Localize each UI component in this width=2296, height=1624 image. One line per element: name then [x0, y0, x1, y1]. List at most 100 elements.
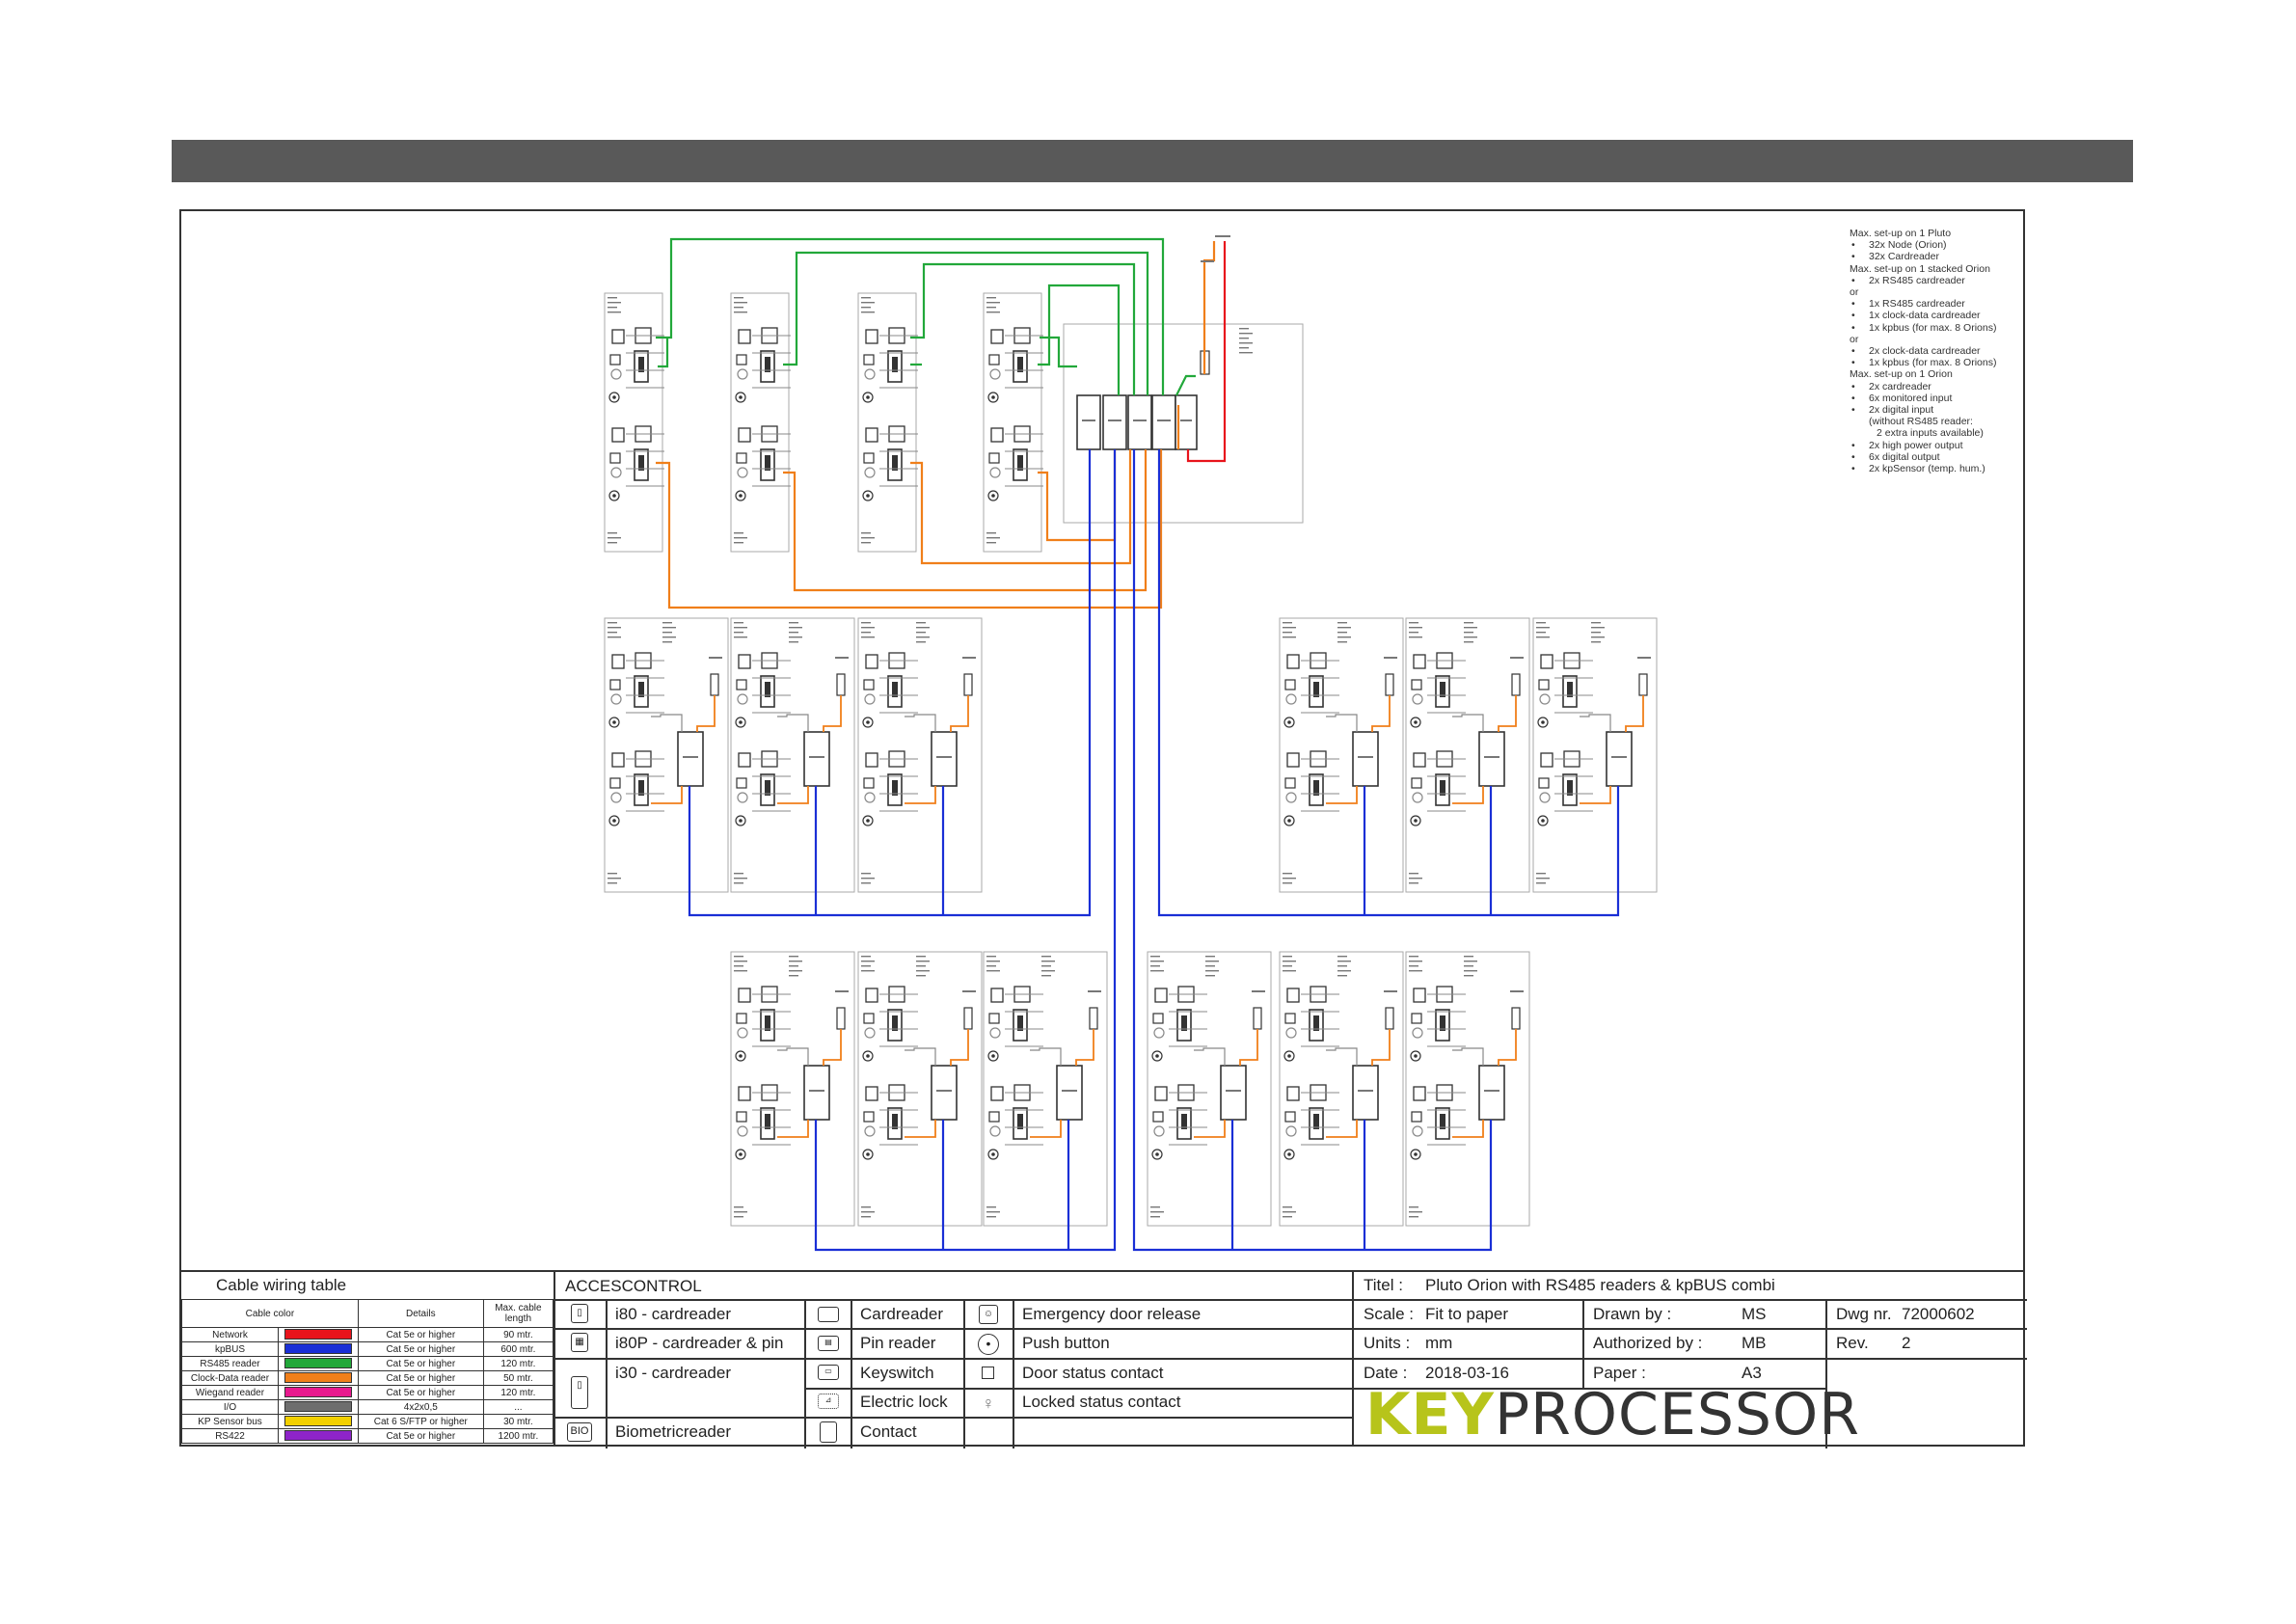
label-text — [1536, 632, 1546, 634]
locked-status-symbol — [864, 693, 876, 705]
io-wire — [777, 714, 809, 732]
cardreader-symbol — [611, 329, 625, 344]
label-text — [986, 970, 1000, 972]
label-text — [1239, 347, 1249, 349]
reader-symbol — [1309, 1009, 1324, 1042]
psu-label — [1088, 990, 1101, 992]
cable-length: 600 mtr. — [482, 1341, 554, 1357]
push-button-dot — [1287, 1152, 1291, 1156]
label-text — [789, 970, 802, 972]
label-text — [1337, 632, 1347, 634]
legend-i80: i80 - cardreader — [615, 1305, 732, 1323]
push-button-dot — [612, 819, 616, 823]
label-text — [861, 970, 875, 972]
reader-symbol — [1309, 1107, 1324, 1140]
label-text — [1536, 873, 1546, 875]
cardreader-symbol — [1540, 752, 1553, 768]
label-text — [1041, 975, 1051, 977]
reader-symbol — [634, 675, 649, 708]
cable-name: Wiegand reader — [181, 1385, 279, 1400]
label-text — [861, 636, 875, 638]
reader-symbol — [1435, 1009, 1450, 1042]
label-text — [1464, 622, 1473, 624]
reader-face — [1017, 455, 1023, 471]
reader-face — [1017, 357, 1023, 372]
label-text — [1409, 965, 1418, 967]
module-label — [1484, 756, 1499, 758]
push-button-symbol — [1537, 815, 1549, 826]
setup-note: Max. set-up on 1 Orion — [1850, 368, 1953, 381]
cardreader-symbol — [1286, 752, 1300, 768]
label-text — [861, 956, 871, 958]
legend-emergency-release: Emergency door release — [1022, 1305, 1202, 1323]
psu-symbol — [1511, 673, 1521, 696]
psu-label — [1384, 990, 1397, 992]
reader-face — [1567, 780, 1573, 796]
cardreader-symbol — [990, 988, 1004, 1003]
push-button-symbol — [1151, 1050, 1163, 1062]
push-button-dot — [1414, 1054, 1418, 1058]
label-text — [1205, 975, 1215, 977]
locked-status-symbol — [1153, 1027, 1165, 1039]
locked-status-symbol — [737, 1027, 748, 1039]
label-text — [1464, 636, 1477, 638]
reader-face — [765, 357, 770, 372]
label-text — [608, 311, 621, 313]
label-text — [1150, 1206, 1160, 1208]
reader-face — [765, 780, 770, 796]
psu-symbol — [710, 673, 719, 696]
paper-label: Paper : — [1593, 1364, 1646, 1382]
clockdata-cable — [950, 695, 969, 732]
setup-note: 2x kpSensor (temp. hum.) — [1850, 463, 2033, 474]
reader-face — [638, 780, 644, 796]
label-text — [1591, 641, 1601, 643]
module-label — [1133, 420, 1147, 421]
label-text — [734, 307, 743, 309]
reader-face — [638, 455, 644, 471]
orion-module — [1220, 1065, 1247, 1121]
psu-symbol — [963, 1007, 973, 1030]
door-status-symbol — [863, 777, 875, 789]
orion-module — [1056, 1065, 1083, 1121]
push-button-dot — [866, 1054, 870, 1058]
push-button-icon: • — [978, 1334, 999, 1355]
reader-symbol — [760, 1009, 775, 1042]
locked-status-symbol — [864, 368, 876, 380]
reader-face — [1017, 1114, 1023, 1129]
label-text — [1464, 965, 1473, 967]
locked-status-symbol — [1285, 1027, 1297, 1039]
label-text — [789, 622, 798, 624]
label-text — [608, 297, 617, 299]
cardreader-symbol — [738, 988, 751, 1003]
locked-status-symbol — [1285, 1125, 1297, 1137]
door-status-symbol — [736, 452, 747, 464]
drawn-by-label: Drawn by : — [1593, 1305, 1672, 1323]
orion-module — [1478, 1065, 1505, 1121]
push-button-dot — [739, 395, 743, 399]
psu-label — [835, 657, 849, 659]
push-button-symbol — [1283, 1149, 1295, 1160]
door-status-symbol — [736, 777, 747, 789]
reader-symbol — [1435, 773, 1450, 806]
setup-note: (without RS485 reader: — [1869, 416, 1973, 428]
cable-name: KP Sensor bus — [181, 1414, 279, 1429]
locked-status-symbol — [1412, 1125, 1423, 1137]
emergency-release-icon: ☺ — [979, 1305, 998, 1324]
reader-face — [765, 455, 770, 471]
locked-status-symbol — [989, 1125, 1001, 1137]
clockdata-cable — [910, 449, 1132, 565]
clockdata-cable — [905, 1120, 936, 1138]
push-button-dot — [991, 1054, 995, 1058]
cable-color-header: Cable color — [181, 1299, 359, 1328]
cardreader-symbol — [1286, 988, 1300, 1003]
orion-module — [1151, 394, 1176, 450]
label-text — [1536, 627, 1550, 629]
label-text — [1337, 975, 1347, 977]
label-text — [608, 307, 617, 309]
label-text — [916, 627, 930, 629]
cardreader-symbol — [1154, 1086, 1168, 1101]
label-text — [1283, 970, 1296, 972]
push-button-dot — [1541, 819, 1545, 823]
